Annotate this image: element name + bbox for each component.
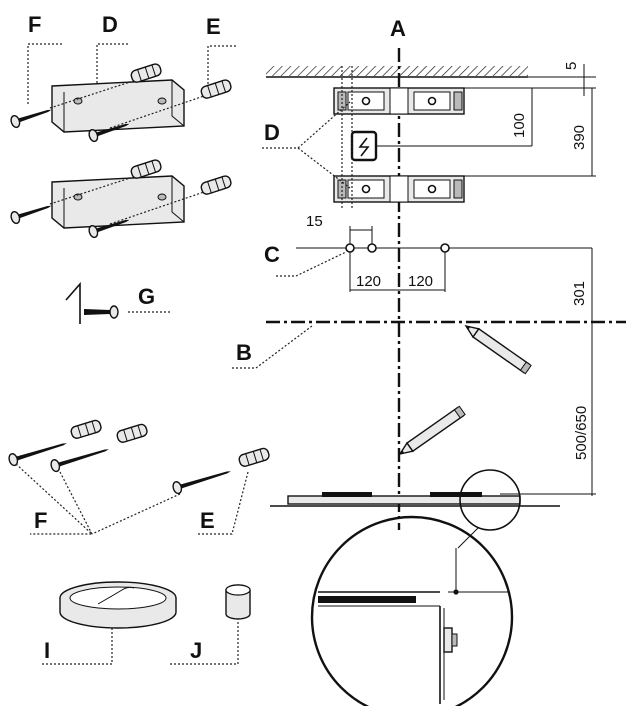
screw-icon [8, 443, 67, 467]
bracket-hole [157, 97, 167, 105]
dim-5: 5 [563, 62, 580, 70]
screw-icon [88, 123, 130, 143]
bracket-d-lower-folds [63, 176, 185, 228]
label-i: I [44, 638, 50, 663]
label-e-bottom: E [200, 508, 215, 533]
screw-icon [10, 205, 52, 225]
leader-e-bottom [196, 471, 249, 535]
bracket-d-upper [51, 79, 185, 133]
bracket-d-lower [51, 175, 185, 229]
label-b: B [236, 340, 252, 365]
cylinder-j-icon [170, 584, 251, 665]
pencil-icon [398, 405, 466, 456]
label-f-top: F [28, 12, 41, 37]
dim-100: 100 [511, 113, 528, 138]
dim-390: 390 [571, 125, 588, 150]
label-g: G [138, 284, 155, 309]
callout-connector [457, 527, 479, 549]
leader-f-bottom-3 [91, 493, 181, 535]
drill-hole [440, 243, 450, 253]
bracket-hole [73, 193, 83, 201]
plug-icon [130, 159, 162, 179]
label-f-bottom: F [34, 508, 47, 533]
mount-block-lower [333, 175, 465, 203]
assembly-line [109, 95, 205, 129]
label-c: C [264, 242, 280, 267]
leader-c [276, 251, 347, 277]
bracket-d-upper-folds [63, 80, 185, 132]
bracket-set-top [10, 43, 236, 143]
plug-icon [200, 175, 232, 195]
label-d-side: D [264, 120, 280, 145]
screw-icon [88, 219, 130, 239]
fastener-set [8, 419, 270, 535]
label-d-top: D [102, 12, 118, 37]
plug-icon [116, 423, 148, 443]
bracket-set-bottom [10, 159, 232, 239]
dim-120-right: 120 [408, 273, 433, 290]
detail-magnified [310, 515, 514, 706]
label-e-top: E [206, 14, 221, 39]
leader-f-bottom-1 [15, 463, 94, 535]
dim-15: 15 [306, 213, 323, 230]
screw-icon [172, 471, 231, 495]
label-a: A [390, 16, 406, 41]
hook-g-icon [65, 281, 170, 324]
screw-f-icon [10, 109, 52, 129]
leader-d-top [96, 43, 128, 84]
pencil-icon [464, 324, 532, 375]
screw-icon [50, 449, 109, 473]
leader-d-side-2 [297, 147, 351, 189]
drill-hole [345, 243, 355, 253]
tray-i-icon [40, 581, 177, 665]
bracket-hole [73, 97, 83, 105]
leader-f-bottom-2 [59, 471, 93, 535]
assembly-line [109, 191, 205, 225]
plug-e-icon [200, 79, 232, 99]
plug-icon [130, 63, 162, 83]
dim-301: 301 [571, 281, 588, 306]
mount-block-upper [333, 87, 465, 115]
bracket-hole [157, 193, 167, 201]
plug-icon [70, 419, 102, 439]
detail-callout-circle [459, 469, 521, 531]
dim-500-650: 500/650 [573, 406, 590, 460]
leader-b [232, 325, 313, 369]
leader-f-top [27, 43, 62, 106]
dim-120-left: 120 [356, 273, 381, 290]
label-j: J [190, 638, 202, 663]
drill-hole [367, 243, 377, 253]
power-socket-icon [350, 130, 532, 162]
plug-e-icon [238, 447, 270, 467]
leader-e-top [207, 45, 236, 84]
ceiling-hatch [266, 66, 528, 76]
